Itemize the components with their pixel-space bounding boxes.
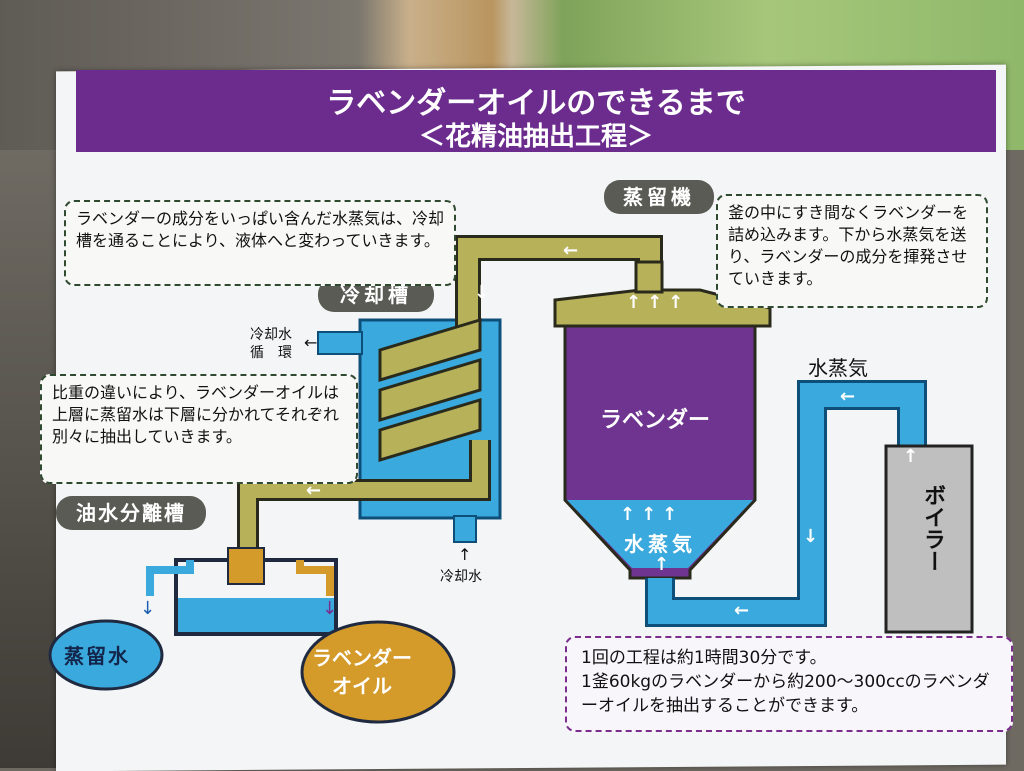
distilled-water-label: 蒸留水	[64, 644, 130, 668]
process-note: 1回の工程は約1時間30分です。 1釜60kgのラベンダーから約200～300c…	[565, 636, 1013, 732]
cooling-water-circulation-label: 冷却水 循 環	[250, 327, 292, 361]
boiler-label: ボイラー	[920, 484, 945, 572]
condenser-coil	[378, 317, 482, 463]
arrow-left-top: ←	[840, 386, 856, 407]
steam-pipe	[458, 238, 660, 330]
separator-oil	[227, 547, 265, 585]
lavender-oil-label: ラベンダー オイル	[312, 646, 412, 698]
board-header: ラベンダーオイルのできるまで ＜花精油抽出工程＞	[76, 70, 996, 152]
cooling-water-inlet	[453, 515, 477, 543]
condenser-note: ラベンダーの成分をいっぱい含んだ水蒸気は、冷却槽を通ることにより、液体へと変わっ…	[64, 200, 456, 286]
lavender-oil-oval	[300, 620, 456, 724]
board-subtitle: ＜花精油抽出工程＞	[418, 122, 653, 152]
board-title: ラベンダーオイルのできるまで	[326, 86, 746, 121]
svg-text:←: ←	[304, 333, 317, 352]
svg-text:↑: ↑	[458, 545, 471, 564]
boiler	[884, 444, 974, 634]
cooling-water-label: 冷却水	[440, 569, 482, 585]
lavender-label: ラベンダー	[600, 408, 711, 433]
steam-label: 水蒸気	[808, 356, 868, 380]
arrow-left-coil: ←	[306, 480, 322, 501]
steam-supply-pipe	[648, 383, 924, 624]
cooling-water-outlet	[317, 331, 363, 355]
arrow-down: ↓	[474, 282, 490, 303]
distiller-note: 釜の中にすき間なくラベンダーを詰め込みます。下から水蒸気を送り、ラベンダーの成分…	[716, 194, 988, 308]
arrow-up-inlet: ↑	[654, 554, 670, 575]
svg-text:↓: ↓	[140, 598, 155, 619]
arrows-up-steam: ↑↑↑	[620, 504, 684, 525]
distiller-tag: 蒸留機	[604, 180, 714, 214]
arrow-left-bottom: ←	[734, 600, 750, 621]
pot-steam-label: 水蒸気	[624, 532, 696, 556]
arrow-left: ←	[563, 240, 579, 261]
separator-water	[178, 598, 334, 632]
separator-note: 比重の違いにより、ラベンダーオイルは上層に蒸留水は下層に分かれてそれぞれ別々に抽…	[40, 374, 358, 484]
arrow-up-boiler: ↑	[903, 446, 919, 467]
svg-text:↓: ↓	[322, 598, 337, 619]
distilled-water-oval	[48, 619, 164, 691]
arrows-up: ↑↑↑	[626, 292, 690, 313]
arrow-down-right: ↓	[803, 526, 819, 547]
separator-tag: 油水分離槽	[56, 496, 206, 530]
